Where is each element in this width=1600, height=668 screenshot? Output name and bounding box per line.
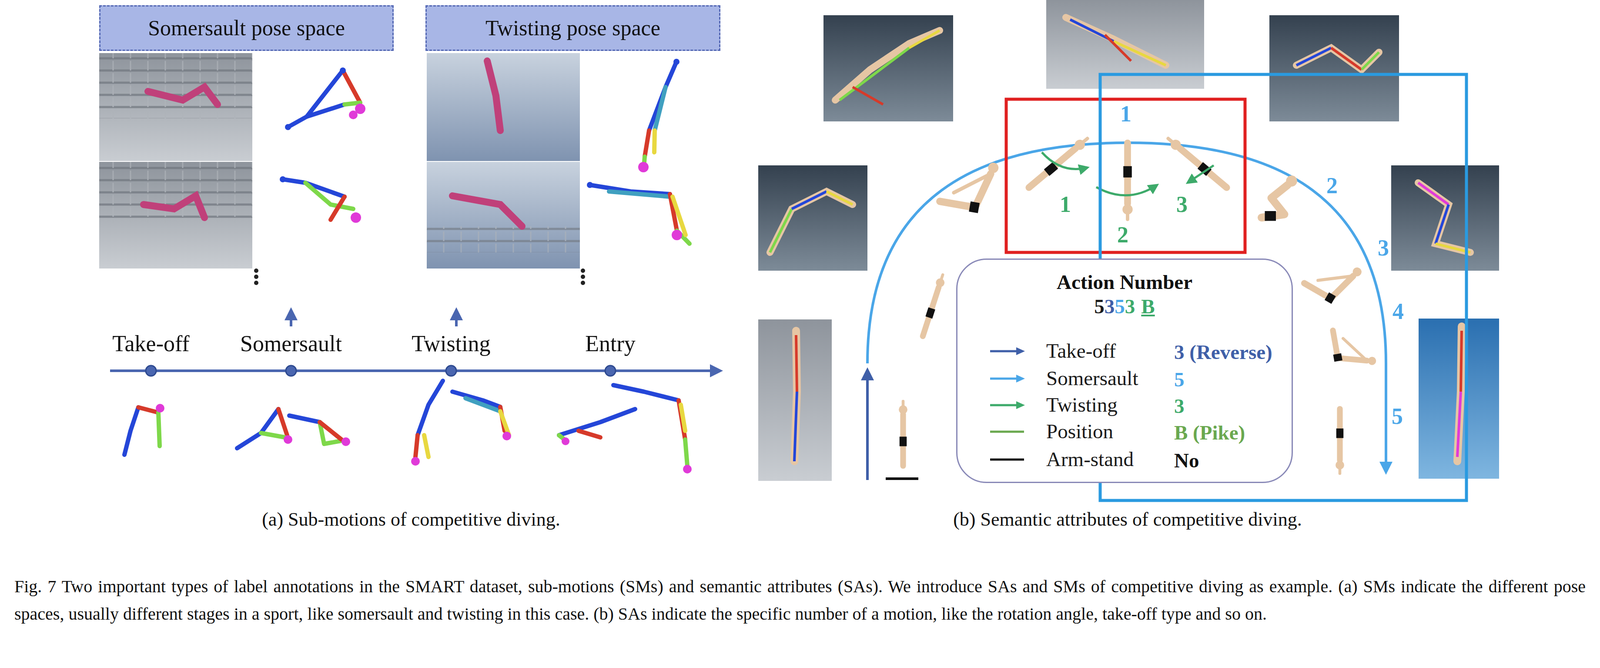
legend-text: Somersault — [1046, 367, 1139, 390]
action-number-digit: 5 — [1094, 295, 1105, 318]
callout-number: 3 — [1375, 235, 1391, 261]
timeline — [110, 309, 721, 376]
callout-number: 2 — [1324, 173, 1340, 198]
skeleton-heads — [155, 103, 692, 474]
stage-label: Entry — [583, 331, 638, 356]
legend-sample — [987, 452, 1027, 466]
subfigure-caption: (a) Sub-motions of competitive diving. — [260, 508, 563, 530]
pose-space-box: Somersault pose space — [99, 5, 394, 51]
callout-number: 3 — [1174, 191, 1190, 217]
pose-space-box: Twisting pose space — [425, 5, 721, 51]
stage-label: Somersault — [238, 331, 344, 356]
callout-number: 2 — [1115, 222, 1131, 248]
twist-arrows — [1041, 152, 1214, 196]
stage-label: Take-off — [110, 331, 191, 356]
action-number-title: Action Number — [957, 271, 1292, 294]
legend-sample — [987, 344, 1027, 358]
skeleton-joints — [279, 58, 680, 188]
pose-skeletons — [124, 61, 690, 466]
attribute-value: 3 (Reverse) — [1174, 341, 1273, 364]
legend-sample — [987, 371, 1027, 385]
photo-frames — [99, 53, 580, 269]
attribute-value: 3 — [1174, 394, 1185, 418]
pose-space-title: Twisting pose space — [485, 16, 661, 41]
legend-sample — [987, 398, 1027, 412]
callout-number: 4 — [1390, 298, 1406, 324]
legend-text: Arm-stand — [1046, 448, 1134, 471]
action-number-digit: 3 — [1104, 295, 1115, 318]
attribute-value: No — [1174, 449, 1199, 472]
callout-number: 1 — [1057, 191, 1073, 217]
legend-text: Take-off — [1046, 339, 1116, 363]
figure-caption: Fig. 7 Two important types of label anno… — [14, 572, 1586, 628]
callout-number: 1 — [1118, 101, 1134, 127]
twisting-highlight — [1006, 99, 1246, 253]
ellipsis-dots — [254, 268, 586, 285]
action-number-row: 5353B — [957, 295, 1292, 318]
pose-space-title: Somersault pose space — [147, 16, 345, 41]
action-number-digit: 3 — [1124, 295, 1136, 318]
subfigure-caption: (b) Semantic attributes of competitive d… — [951, 508, 1304, 530]
stage-label: Twisting — [409, 331, 493, 356]
action-number-digit: B — [1141, 295, 1155, 318]
attribute-value: 5 — [1174, 368, 1185, 392]
callout-number: 5 — [1389, 403, 1405, 429]
attribute-value: B (Pike) — [1174, 421, 1246, 445]
legend-sample — [987, 425, 1027, 439]
action-number-digit: 5 — [1114, 295, 1125, 318]
legend-text: Twisting — [1046, 393, 1118, 417]
legend-text: Position — [1046, 420, 1114, 443]
